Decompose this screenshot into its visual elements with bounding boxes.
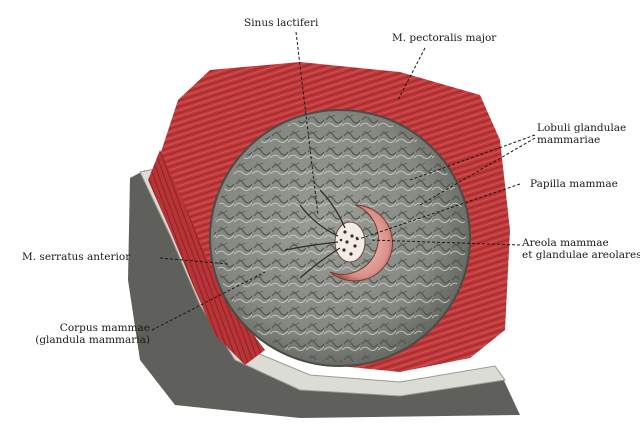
label-sinus-lactiferi: Sinus lactiferi [244,17,319,29]
leader-lobuli-2 [419,137,536,206]
label-corpus-mammae: Corpus mammae (glandula mammaria) [32,322,150,346]
leader-papilla [355,183,521,241]
label-papilla-mammae: Papilla mammae [530,178,618,190]
label-corpus-line2: (glandula mammaria) [35,334,150,346]
body-wall-section [128,170,520,418]
leader-lines [151,31,536,331]
label-corpus-line1: Corpus mammae [59,322,150,334]
leader-lobuli-1 [409,134,536,181]
label-pectoralis-major: M. pectoralis major [392,32,497,44]
leader-sinus [295,31,319,216]
label-areola-mammae: Areola mammae et glandulae areolares [522,237,640,261]
leader-corpus [151,271,266,331]
label-areola-line2: et glandulae areolares [522,249,640,261]
lactiferous-ducts [284,189,346,279]
leader-areola [369,239,521,246]
papilla-mammae [334,221,366,263]
papilla-ducts [339,230,359,256]
leader-serratus [159,257,229,265]
label-lobuli-line1: Lobuli glandulae [537,122,627,134]
areola-mammae [329,204,394,282]
label-lobuli-line2: mammariae [537,134,601,146]
label-serratus-anterior: M. serratus anterior [22,251,131,263]
label-lobuli-glandulae: Lobuli glandulae mammariae [537,122,626,146]
label-areola-line1: Areola mammae [522,237,609,249]
